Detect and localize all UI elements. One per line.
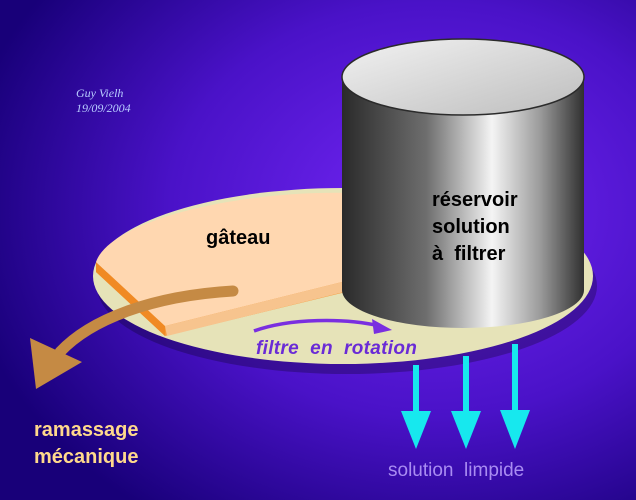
cake-layer [96, 192, 354, 336]
reservoir-cylinder [341, 38, 585, 328]
collection-arrow [30, 285, 239, 389]
rotating-filter-label: filtre en rotation [256, 338, 418, 359]
filtrate-arrows [401, 344, 530, 449]
filtrate-label: solution limpide [388, 460, 525, 481]
author-name: Guy Vielh [76, 86, 124, 100]
author-credit: Guy Vielh 19/09/2004 [76, 86, 131, 116]
filtrate-arrow [401, 365, 431, 449]
collection-label-line: ramassage [34, 419, 139, 441]
reservoir-label: réservoir solution à filtrer [432, 187, 518, 268]
collection-label-line: mécanique [34, 446, 139, 468]
reservoir-label-line: solution [432, 216, 510, 238]
collection-label: ramassage mécanique [34, 417, 139, 471]
filtrate-arrow [500, 344, 530, 449]
author-date: 19/09/2004 [76, 101, 131, 115]
rotation-arrow [253, 318, 392, 334]
reservoir-label-line: à filtrer [432, 243, 506, 265]
cake-label: gâteau [206, 227, 271, 249]
filtrate-arrow [451, 356, 481, 449]
reservoir-label-line: réservoir [432, 189, 518, 211]
